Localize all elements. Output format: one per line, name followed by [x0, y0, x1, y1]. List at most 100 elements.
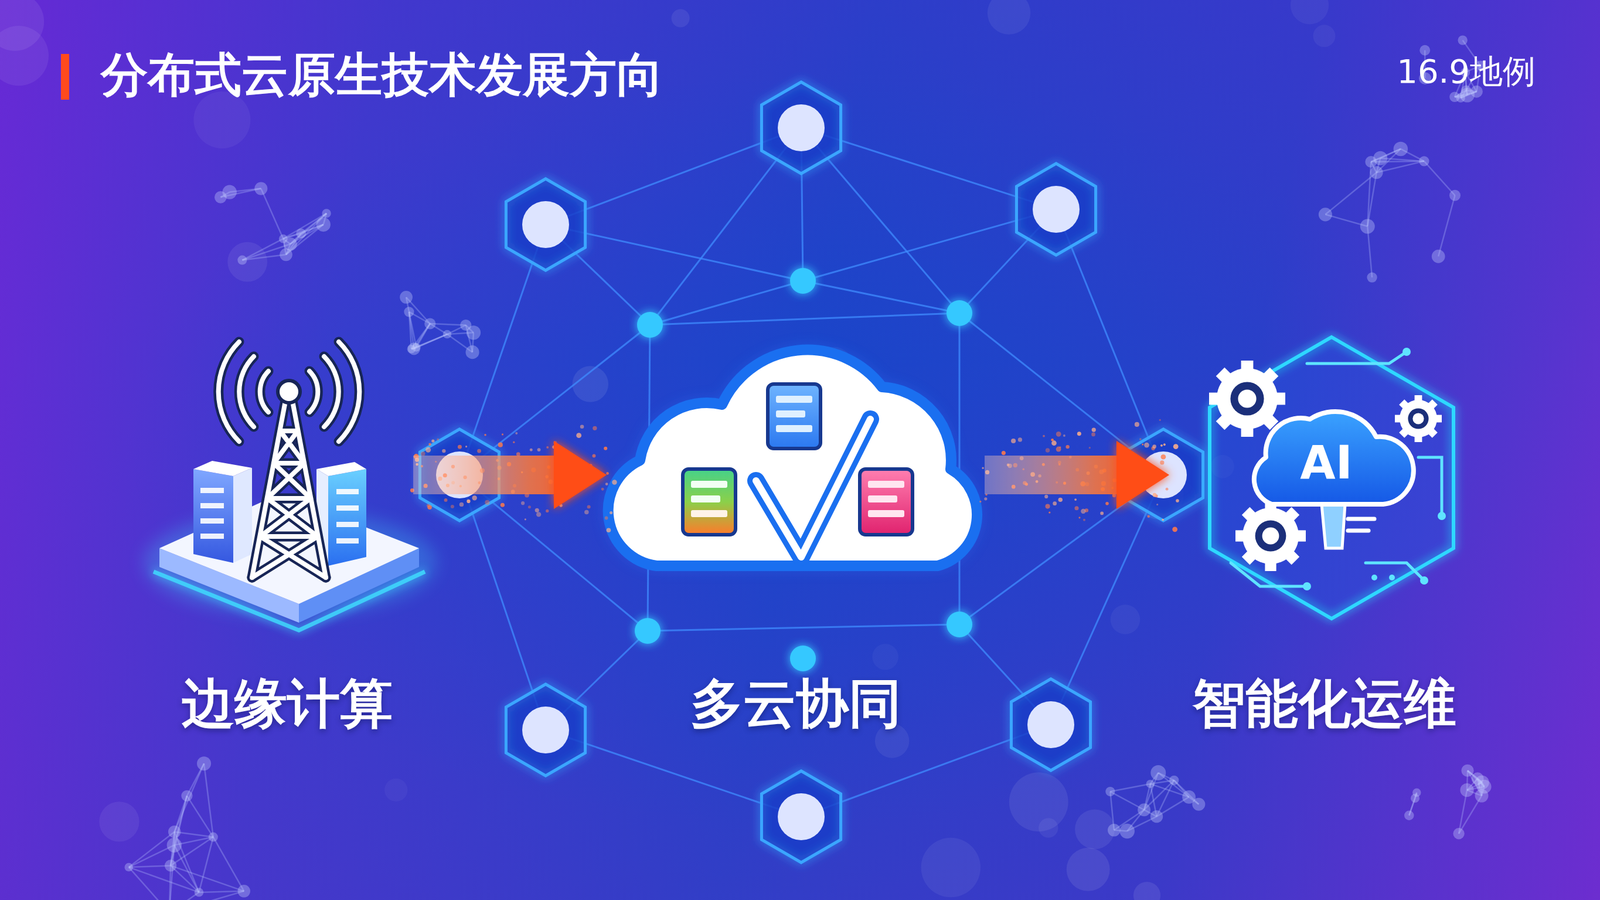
hexagon-core	[522, 706, 570, 754]
particle-dot	[584, 509, 589, 514]
bokeh-dots	[0, 0, 1336, 900]
bokeh-dot	[987, 0, 1031, 35]
molecule-atom	[1418, 155, 1429, 166]
server-card	[682, 468, 736, 535]
molecule-bond	[260, 188, 284, 240]
bokeh-dot	[227, 242, 268, 282]
particle-dot	[528, 505, 531, 509]
particle-dot	[1088, 446, 1091, 449]
particle-dot	[444, 498, 448, 502]
particle-dot	[1091, 427, 1096, 432]
molecule-bond	[213, 836, 244, 891]
network-lines	[459, 127, 1164, 817]
particle-dot	[471, 495, 477, 500]
particle-dot	[1139, 437, 1142, 441]
particle-dot	[420, 451, 426, 456]
molecule-atom	[1449, 92, 1460, 102]
arrow-shaft	[984, 455, 1117, 495]
hexagon-core	[777, 104, 825, 152]
molecule-atom	[1366, 271, 1377, 282]
molecule-atom	[237, 255, 247, 265]
particle-dot	[1159, 460, 1164, 465]
particle-dot	[1091, 432, 1096, 437]
particle-dot	[441, 448, 446, 453]
molecule-bond	[198, 836, 213, 893]
particle-dot	[979, 500, 982, 503]
gear-symbol	[1235, 500, 1306, 571]
network-line	[1056, 209, 1164, 475]
molecule-atom	[1370, 165, 1384, 179]
network-line	[802, 280, 960, 313]
particle-dot	[477, 448, 482, 454]
particle-dot	[512, 440, 515, 443]
molecule-bond	[1367, 226, 1373, 278]
particle-dot	[609, 511, 613, 514]
particle-dot	[1044, 504, 1050, 509]
particle-dot	[1051, 440, 1057, 446]
particle-dot	[605, 482, 609, 486]
molecule-bond	[1110, 783, 1150, 792]
particle-dot	[1172, 526, 1178, 532]
particle-dot	[1056, 446, 1062, 452]
molecule-atom	[1477, 779, 1492, 794]
particle-dot	[1105, 501, 1109, 506]
molecule-atom	[1105, 786, 1115, 796]
node-label: 边缘计算	[181, 671, 393, 739]
molecule-atom	[1404, 809, 1415, 820]
network-dot	[946, 300, 973, 326]
particle-dot	[606, 471, 609, 475]
molecule-atom	[1452, 827, 1465, 839]
molecule-atom	[222, 184, 237, 199]
particle-dot	[984, 496, 987, 500]
bokeh-dot	[1312, 24, 1336, 47]
slide-title: 分布式云原生技术发展方向	[100, 45, 664, 105]
molecule-bond	[174, 763, 204, 832]
molecule-atom	[321, 208, 331, 218]
particle-dot	[1159, 419, 1162, 421]
particle-dot	[591, 453, 596, 458]
molecule-atom	[1410, 793, 1420, 803]
particle-dot	[1045, 447, 1050, 452]
particle-dot	[536, 511, 541, 517]
particle-dot	[1161, 518, 1164, 522]
molecule-bond	[169, 890, 244, 900]
particle-dot	[521, 501, 525, 505]
particle-dot	[1146, 514, 1150, 517]
particle-dot	[580, 424, 585, 429]
molecule-atom	[1461, 764, 1474, 777]
particle-dot	[592, 426, 597, 431]
edge-tower-icon	[143, 341, 437, 631]
particle-dot	[604, 516, 609, 520]
ai-badge: AI	[1299, 435, 1353, 491]
molecule-atom	[1137, 802, 1151, 816]
particle-dot	[545, 509, 549, 513]
particle-dot	[611, 479, 617, 485]
bokeh-dot	[1290, 0, 1329, 25]
ai-ops-icon	[1209, 336, 1454, 619]
bokeh-dot	[921, 837, 981, 897]
hexagon-core	[777, 792, 825, 840]
particle-dot	[1001, 450, 1006, 455]
molecule-atom	[1150, 764, 1166, 781]
particle-dot	[516, 451, 521, 456]
arrow-head	[553, 440, 607, 509]
particle-dot	[524, 518, 527, 520]
edge-computing-node: 边缘计算	[161, 339, 414, 739]
network-dot	[637, 311, 663, 338]
molecule-atom	[1373, 151, 1388, 166]
particle-dot	[1134, 421, 1140, 427]
particle-dot	[1080, 508, 1086, 514]
bokeh-dot	[384, 778, 408, 802]
hexagon-core	[1032, 185, 1080, 233]
bokeh-dot	[99, 801, 139, 842]
particle-dot	[1161, 454, 1167, 460]
particle-dot	[1056, 431, 1062, 437]
particle-dot	[606, 527, 612, 533]
gear-symbols	[1209, 360, 1442, 571]
molecule-atom	[424, 317, 436, 329]
molecule-atom	[460, 319, 472, 331]
particle-dot	[427, 504, 432, 510]
particle-dot	[425, 447, 431, 453]
particle-dot	[500, 502, 505, 507]
